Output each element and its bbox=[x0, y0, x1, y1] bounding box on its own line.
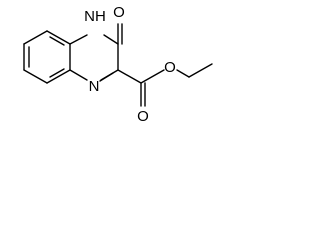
bond-benzene-double-3 bbox=[49, 68, 65, 78]
bond-benzene-double-2 bbox=[49, 36, 65, 46]
bond-oxygen-ch2 bbox=[176, 69, 190, 78]
atom-n: N bbox=[89, 78, 100, 95]
atom-o-carbonyl: O bbox=[137, 108, 149, 125]
bond-benzene-5 bbox=[23, 69, 48, 84]
bond-ester-carbon-oxygen bbox=[140, 69, 165, 84]
bond-ch2-ch3 bbox=[188, 63, 213, 78]
bond-ring-c4a-n4 bbox=[69, 34, 88, 45]
bond-benzene-1 bbox=[23, 30, 48, 45]
bond-benzene-4 bbox=[46, 69, 71, 84]
bond-benzene-2 bbox=[46, 30, 71, 45]
atom-o-keto: O bbox=[113, 4, 125, 21]
bond-ring-n1-c8a bbox=[69, 69, 88, 81]
bond-imine-double bbox=[99, 72, 114, 82]
atom-nh: NH bbox=[84, 8, 106, 25]
atom-o-ester: O bbox=[164, 59, 176, 76]
structure-diagram: NH N O O O bbox=[23, 3, 213, 125]
molecule-drawing: NH N O O O bbox=[23, 4, 213, 125]
bond-ring-n4-c3 bbox=[103, 34, 119, 45]
bond-c2-ester-carbon bbox=[117, 69, 142, 84]
